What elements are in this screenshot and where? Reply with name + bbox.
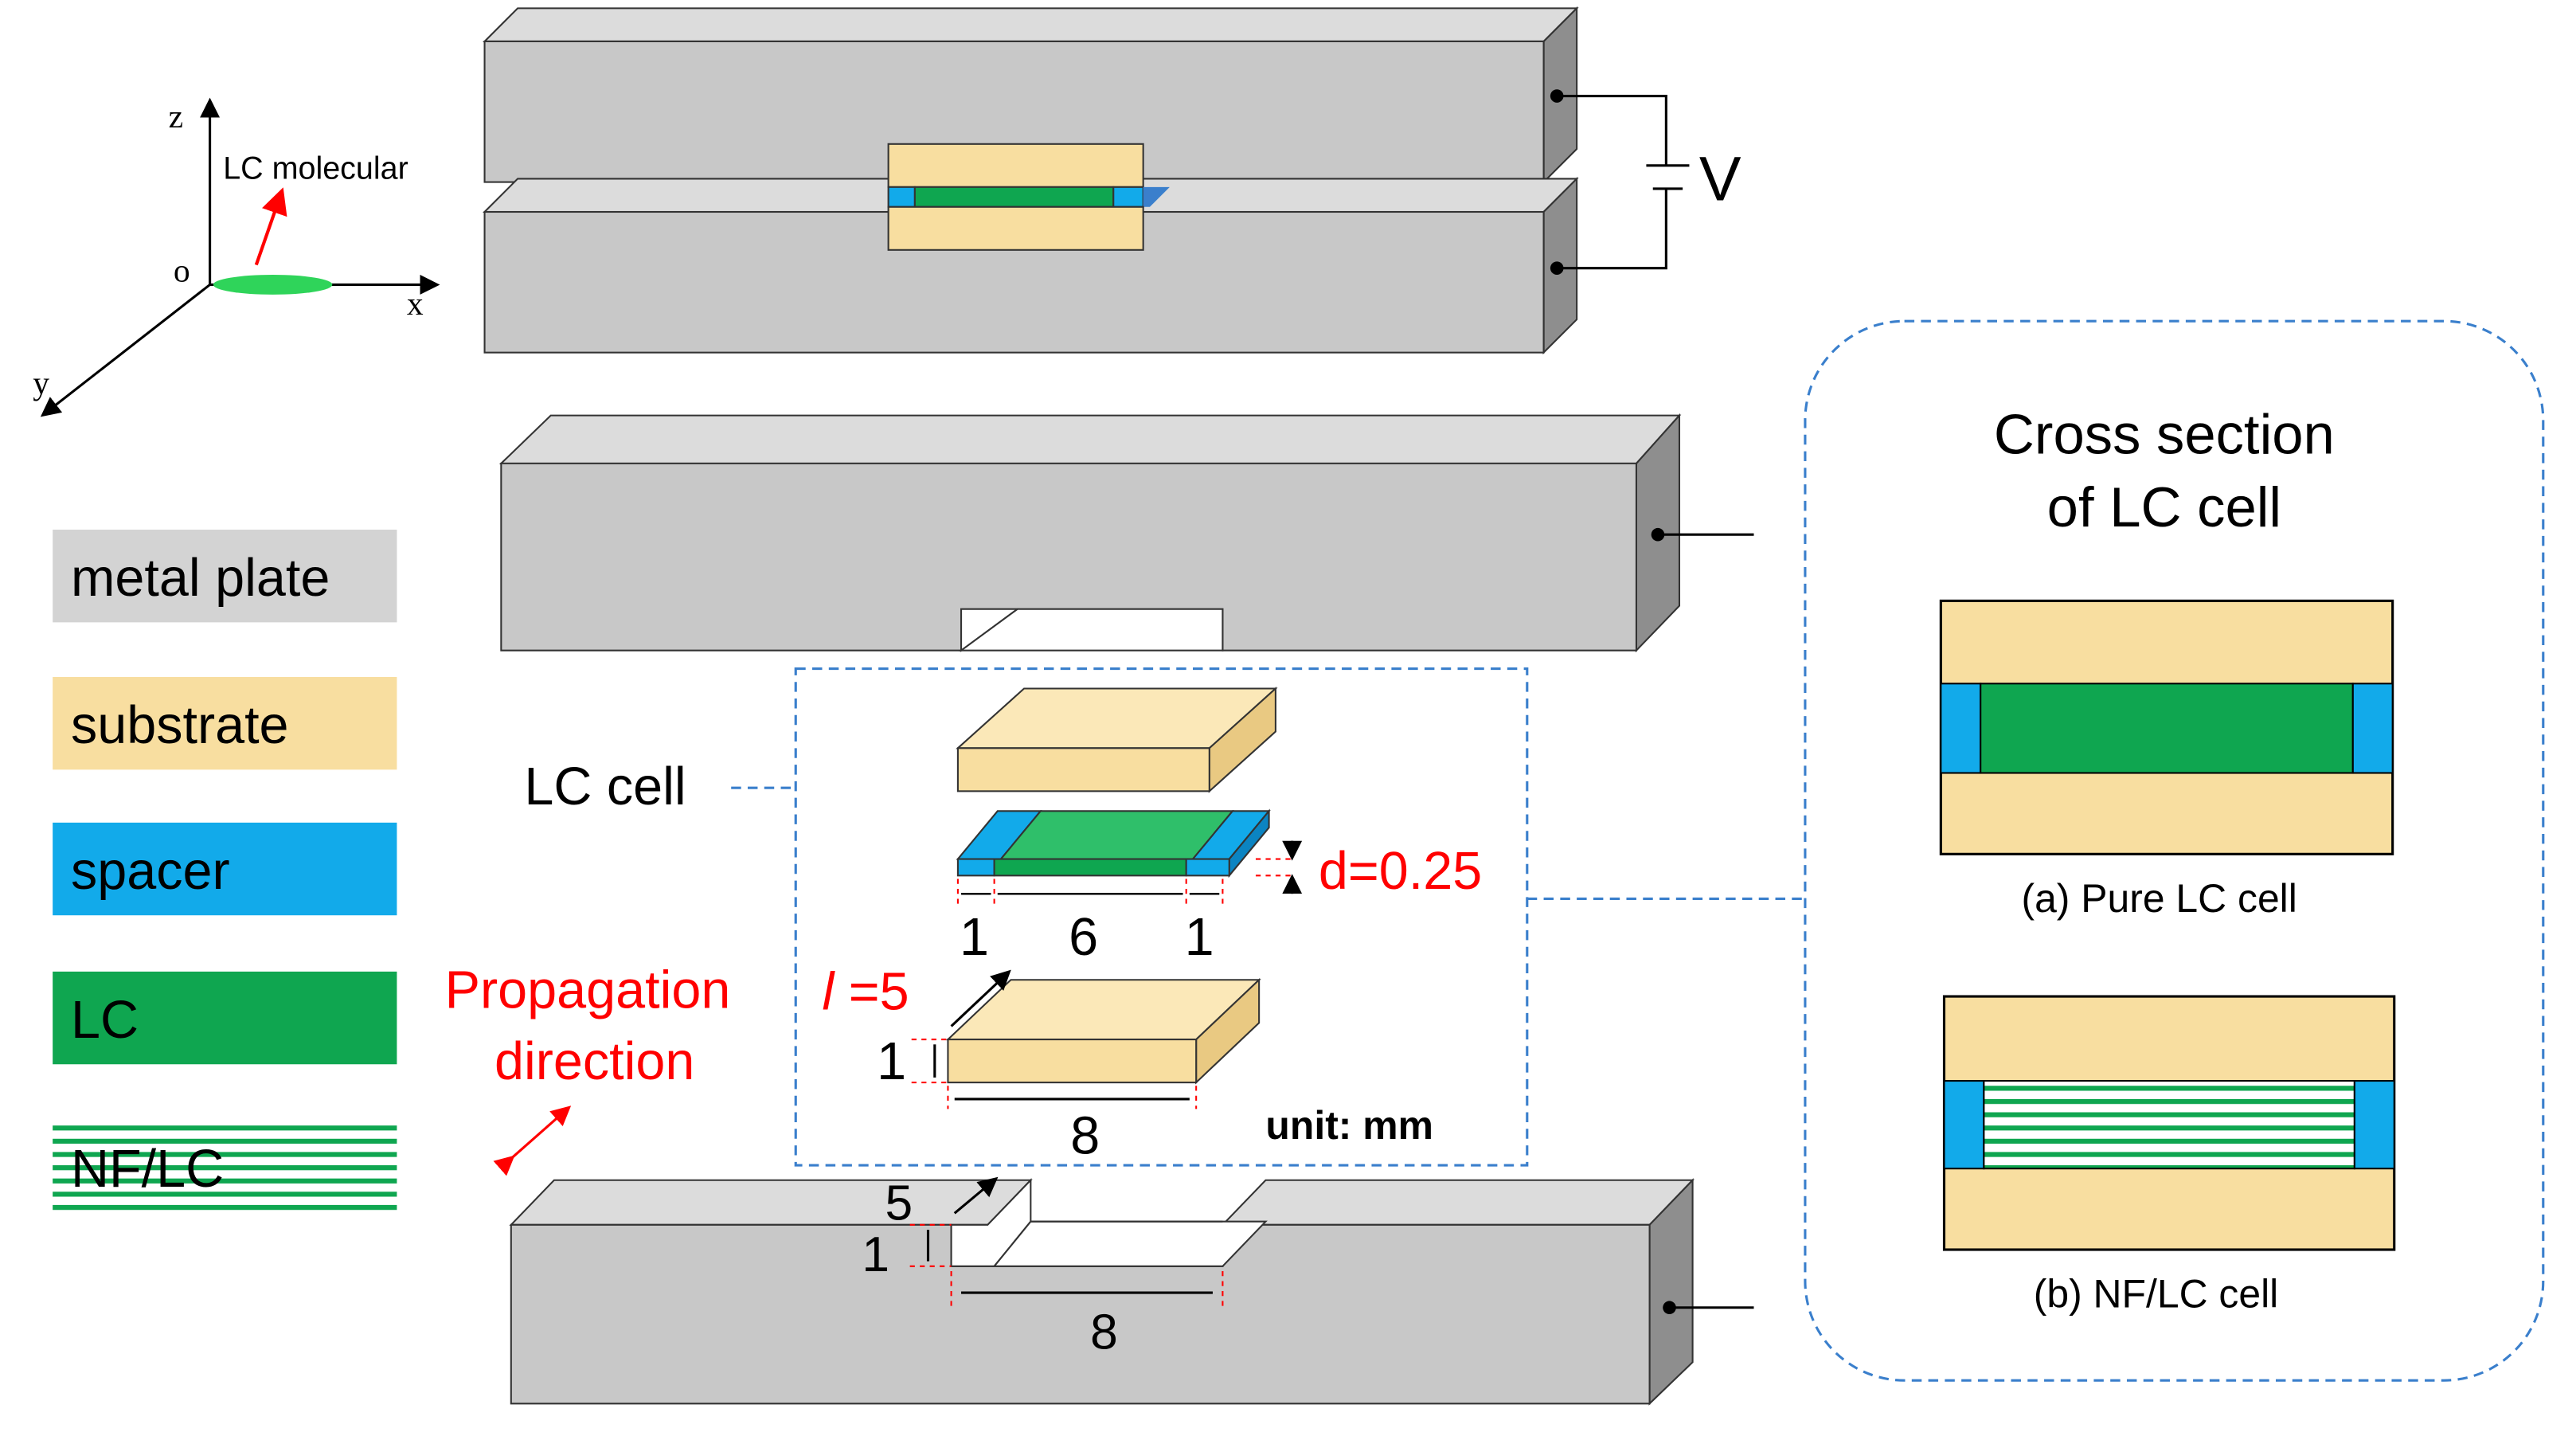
molecule-direction-arrow	[254, 187, 287, 266]
exploded-upper-plate	[498, 413, 1754, 653]
legend-label-nf-lc: NF/LC	[71, 1140, 224, 1199]
legend-item-nf-lc: NF/LC	[53, 1120, 397, 1214]
groove-dimensions: 5 1 8	[862, 1176, 1224, 1360]
length-symbol: l	[822, 963, 835, 1022]
exploded-top-substrate	[956, 687, 1278, 793]
groove-height-label: 1	[862, 1227, 889, 1282]
length-value: =5	[834, 963, 909, 1022]
substrate-width-label: 8	[1070, 1106, 1100, 1165]
propagation-direction-arrow	[493, 1105, 572, 1176]
lc-molecular-label: LC molecular	[223, 151, 408, 186]
voltage-label: V	[1699, 143, 1741, 213]
cross-section-nf-lc: (b) NF/LC cell	[1942, 995, 2396, 1317]
legend-item-substrate: substrate	[53, 676, 397, 770]
substrate-height-label: 1	[877, 1032, 906, 1091]
unit-label: unit: mm	[1265, 1103, 1433, 1148]
legend-item-metal-plate: metal plate	[53, 530, 397, 623]
legend-item-spacer: spacer	[53, 822, 397, 916]
exploded-lower-plate	[509, 1178, 1754, 1406]
legend: metal plate substrate spacer LC NF/LC	[53, 530, 397, 1214]
length-label: l =5	[822, 963, 909, 1022]
legend-label-spacer: spacer	[71, 842, 230, 901]
caption-nf-lc: (b) NF/LC cell	[2034, 1272, 2279, 1317]
axis-label-origin: o	[174, 252, 190, 288]
cross-section-title-line2: of LC cell	[2047, 475, 2281, 538]
coordinate-axes: z x y o LC molecular	[33, 97, 440, 417]
groove-width-label: 8	[1090, 1305, 1118, 1360]
lc-molecule-ellipse	[213, 274, 333, 295]
cross-section-pure-lc: (a) Pure LC cell	[1939, 599, 2394, 921]
substrate-dimensions: l =5 1 8 unit: mm	[822, 963, 1433, 1166]
assembled-lc-cell	[887, 143, 1170, 251]
thickness-label: d=0.25	[1319, 842, 1482, 901]
lc-cell-label: LC cell	[524, 757, 686, 816]
spacer-lc-dimensions: d=0.25 1 6 1	[956, 840, 1482, 967]
exploded-bottom-substrate	[945, 977, 1261, 1085]
axis-label-z: z	[169, 98, 183, 135]
axis-label-y: y	[33, 365, 49, 401]
exploded-spacer-lc-layer	[956, 808, 1271, 878]
cross-section-title-line1: Cross section	[1994, 402, 2335, 465]
propagation-label-line1: Propagation	[445, 961, 731, 1020]
spacer-left-width-label: 1	[960, 908, 989, 967]
lc-width-label: 6	[1069, 908, 1098, 967]
legend-item-lc: LC	[53, 971, 397, 1065]
legend-label-metal-plate: metal plate	[71, 549, 330, 608]
cross-section-panel	[1804, 319, 2545, 1382]
caption-pure-lc: (a) Pure LC cell	[2021, 876, 2297, 921]
voltage-source-circuit: V	[1557, 94, 1741, 270]
propagation-label-line2: direction	[494, 1032, 694, 1091]
lc-cell-dashed-box	[794, 667, 1529, 1167]
legend-label-substrate: substrate	[71, 696, 289, 755]
groove-depth-label: 5	[885, 1176, 913, 1231]
legend-label-lc: LC	[71, 991, 139, 1050]
spacer-right-width-label: 1	[1185, 908, 1214, 967]
axis-label-x: x	[407, 285, 424, 322]
